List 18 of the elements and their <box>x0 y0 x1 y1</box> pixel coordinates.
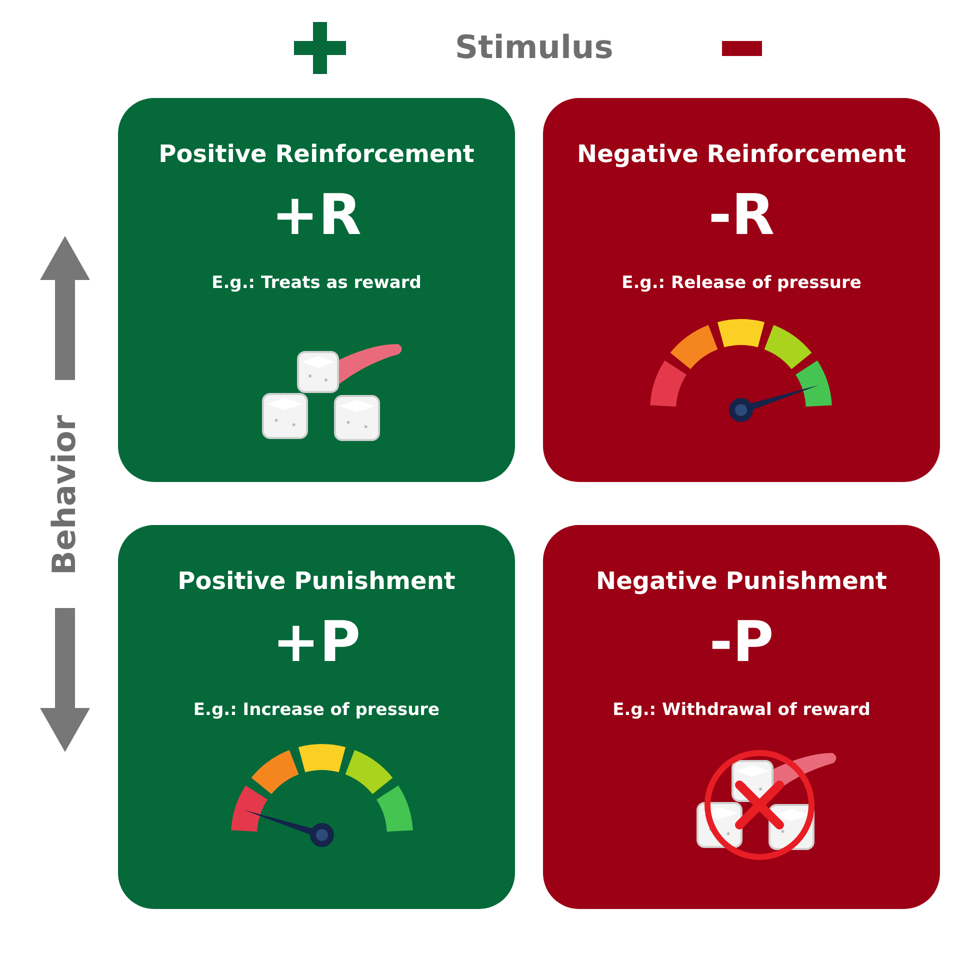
card-title: Negative Punishment <box>596 567 887 595</box>
axis-label: Stimulus <box>455 28 614 66</box>
example-text: E.g.: Increase of pressure <box>193 700 440 720</box>
example-text: E.g.: Withdrawal of reward <box>612 700 870 720</box>
example-text: E.g.: Treats as reward <box>212 273 422 293</box>
card-title: Negative Reinforcement <box>577 140 906 168</box>
card-title: Positive Reinforcement <box>158 140 474 168</box>
quadrant-card <box>118 525 515 909</box>
quadrant-card <box>543 98 940 482</box>
symbol-text: +R <box>271 188 362 244</box>
quadrant-card <box>118 98 515 482</box>
symbol-text: -R <box>708 188 775 244</box>
card-title: Positive Punishment <box>178 567 456 595</box>
axis-label: Behavior <box>45 414 83 576</box>
example-text: E.g.: Release of pressure <box>622 273 862 293</box>
symbol-text: -P <box>709 615 774 671</box>
quadrant-card <box>543 525 940 909</box>
symbol-text: +P <box>272 615 360 671</box>
